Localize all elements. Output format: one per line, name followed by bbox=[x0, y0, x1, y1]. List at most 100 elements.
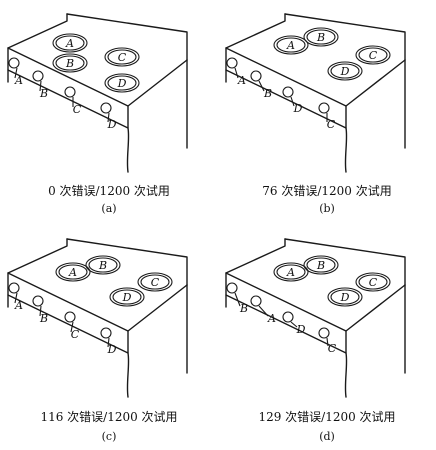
knob bbox=[100, 327, 112, 339]
knob bbox=[318, 102, 330, 114]
front-leg bbox=[126, 127, 130, 173]
knob bbox=[282, 86, 294, 98]
burner-d: D bbox=[109, 287, 145, 307]
leader-line bbox=[234, 292, 241, 307]
burner-a: A bbox=[52, 33, 88, 53]
burner-label: D bbox=[122, 291, 132, 304]
knob bbox=[8, 57, 20, 69]
burner-b: B bbox=[303, 255, 339, 275]
burner-label: B bbox=[98, 259, 107, 272]
front-panel bbox=[225, 47, 347, 129]
knob-label-c: C bbox=[71, 328, 80, 341]
leader-line bbox=[70, 321, 74, 333]
burner-label: B bbox=[65, 57, 74, 70]
burner-c: C bbox=[355, 45, 391, 65]
burner-label: A bbox=[286, 39, 295, 52]
knob bbox=[250, 295, 262, 307]
burner-label: A bbox=[286, 266, 295, 279]
knob-label-a: A bbox=[237, 74, 246, 87]
burner-b: B bbox=[85, 255, 121, 275]
leader-line bbox=[39, 80, 42, 92]
panel-label: (a) bbox=[101, 202, 117, 215]
front-panel bbox=[7, 47, 129, 129]
burner-label: C bbox=[118, 51, 127, 64]
stove-drawing: A B C D A B C D bbox=[7, 238, 188, 398]
knob bbox=[282, 311, 294, 323]
leader-line bbox=[258, 305, 269, 317]
leader-line bbox=[326, 337, 329, 347]
burner-label: D bbox=[340, 65, 350, 78]
burner-label: C bbox=[369, 276, 378, 289]
burner-c: C bbox=[137, 272, 173, 292]
knob-label-a: A bbox=[14, 74, 23, 87]
burner-a: A bbox=[273, 35, 309, 55]
leader-line bbox=[14, 67, 18, 79]
burner-d: D bbox=[327, 61, 363, 81]
knob-label-b: B bbox=[263, 87, 272, 100]
front-leg bbox=[344, 352, 348, 398]
knob bbox=[226, 282, 238, 294]
knob-label-c: C bbox=[328, 342, 337, 355]
front-panel bbox=[7, 272, 129, 354]
knob bbox=[64, 311, 76, 323]
burner-a: A bbox=[55, 262, 91, 282]
knob-label-d: D bbox=[296, 323, 306, 336]
burner-d: D bbox=[327, 287, 363, 307]
knob bbox=[64, 86, 76, 98]
knob-label-b: B bbox=[39, 87, 48, 100]
knob bbox=[226, 57, 238, 69]
knob-label-c: C bbox=[327, 118, 336, 131]
knob-label-a: A bbox=[14, 299, 23, 312]
caption: 0 次错误/1200 次试用 bbox=[48, 184, 170, 198]
knob-label-c: C bbox=[73, 103, 82, 116]
panel-c: A B C D A B C D 116 次错误/1200 次试用 (c) bbox=[0, 225, 218, 450]
leader-line bbox=[107, 337, 110, 348]
leader-line bbox=[39, 305, 42, 317]
knob-label-d: D bbox=[107, 118, 117, 131]
panel-label: (b) bbox=[319, 202, 335, 215]
panel-b: A B C D A B D C 76 次错误/1200 次试用 (b) bbox=[218, 0, 436, 225]
leader-line bbox=[290, 321, 298, 328]
front-leg bbox=[126, 352, 130, 398]
stove-drawing: A B C D A B D C bbox=[225, 13, 406, 173]
burner-label: D bbox=[340, 291, 350, 304]
front-panel bbox=[225, 272, 347, 354]
caption: 116 次错误/1200 次试用 bbox=[40, 410, 178, 424]
knob-label-d: D bbox=[107, 343, 117, 356]
burner-label: C bbox=[151, 276, 160, 289]
backsplash bbox=[66, 13, 188, 61]
knob-label-b: B bbox=[39, 312, 48, 325]
burner-a: A bbox=[273, 262, 309, 282]
burner-label: A bbox=[68, 266, 77, 279]
leader-line bbox=[258, 80, 265, 92]
backsplash bbox=[284, 13, 406, 61]
burner-label: C bbox=[369, 49, 378, 62]
burner-b: B bbox=[303, 27, 339, 47]
burner-label: B bbox=[316, 31, 325, 44]
backsplash bbox=[284, 238, 406, 286]
knob bbox=[100, 102, 112, 114]
knob bbox=[32, 295, 44, 307]
leader-line bbox=[234, 67, 239, 79]
panel-label: (c) bbox=[101, 430, 117, 443]
backsplash bbox=[66, 238, 188, 286]
burner-label: A bbox=[65, 37, 74, 50]
knob-label-b: B bbox=[239, 302, 248, 315]
panel-label: (d) bbox=[319, 430, 335, 443]
caption: 76 次错误/1200 次试用 bbox=[262, 184, 392, 198]
burner-b: B bbox=[52, 53, 88, 73]
burner-label: B bbox=[316, 259, 325, 272]
burner-c: C bbox=[104, 47, 140, 67]
burner-label: D bbox=[117, 77, 127, 90]
knob-label-d: D bbox=[293, 102, 303, 115]
leader-line bbox=[14, 292, 18, 304]
knob bbox=[318, 327, 330, 339]
leader-line bbox=[107, 112, 110, 123]
caption: 129 次错误/1200 次试用 bbox=[258, 410, 396, 424]
burner-d: D bbox=[104, 73, 140, 93]
